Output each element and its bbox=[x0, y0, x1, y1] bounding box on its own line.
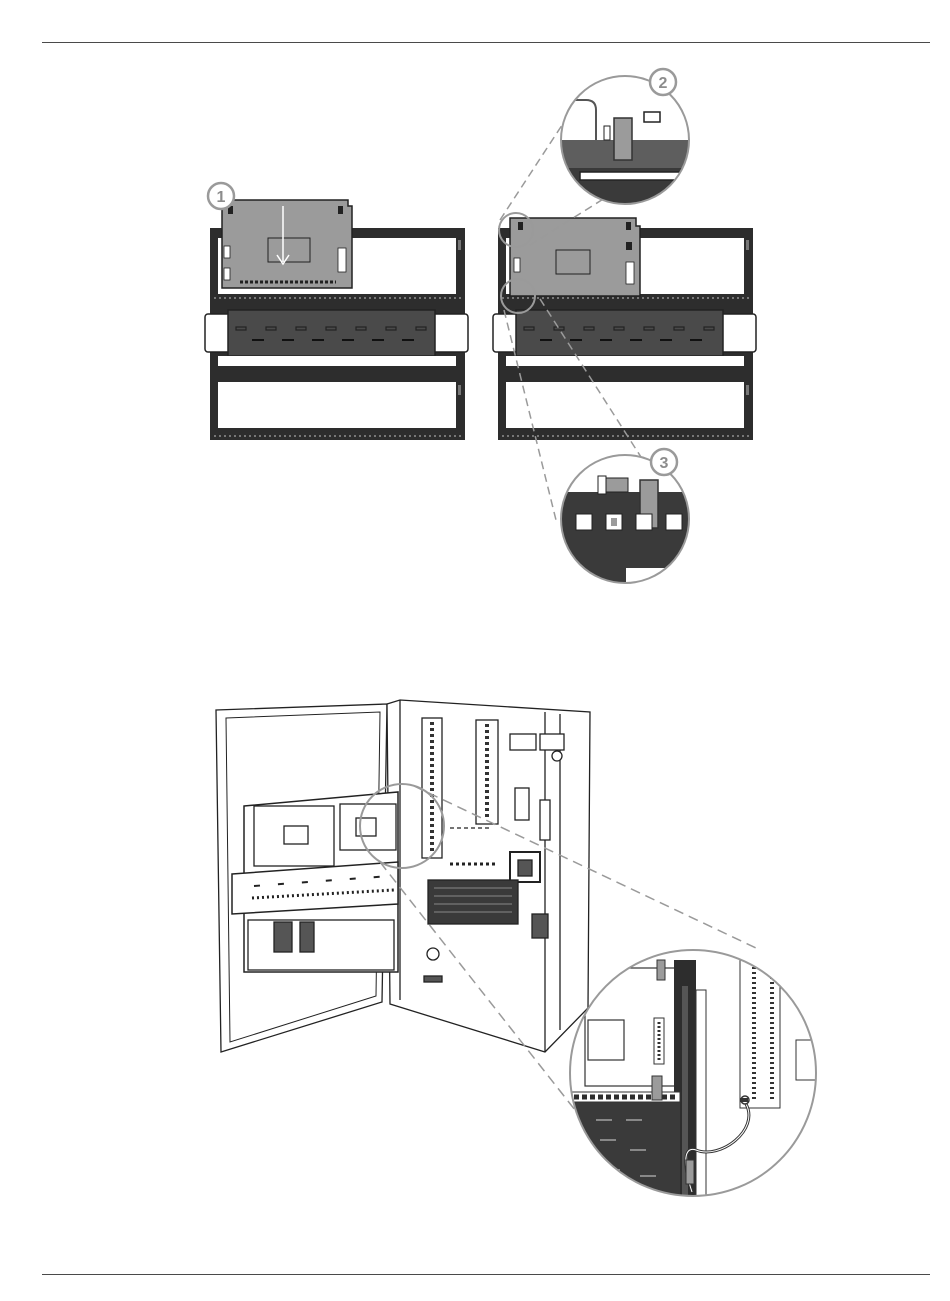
detail-3-magnifier bbox=[560, 455, 690, 592]
right-rail-assembly bbox=[493, 213, 756, 440]
callout-1-badge: 1 bbox=[208, 183, 234, 209]
callout-3-badge: 3 bbox=[651, 449, 677, 475]
callout-1-label: 1 bbox=[217, 189, 226, 206]
callout-2-badge: 2 bbox=[650, 69, 676, 95]
control-board bbox=[222, 200, 352, 288]
cabinet-illustration bbox=[216, 700, 590, 1052]
power-supply bbox=[428, 880, 518, 924]
callout-3-label: 3 bbox=[660, 455, 669, 472]
ground-wire-magnifier bbox=[570, 950, 820, 1202]
detail-2-magnifier bbox=[560, 76, 690, 208]
callout-2-label: 2 bbox=[659, 75, 668, 92]
left-rail-assembly bbox=[205, 200, 468, 440]
